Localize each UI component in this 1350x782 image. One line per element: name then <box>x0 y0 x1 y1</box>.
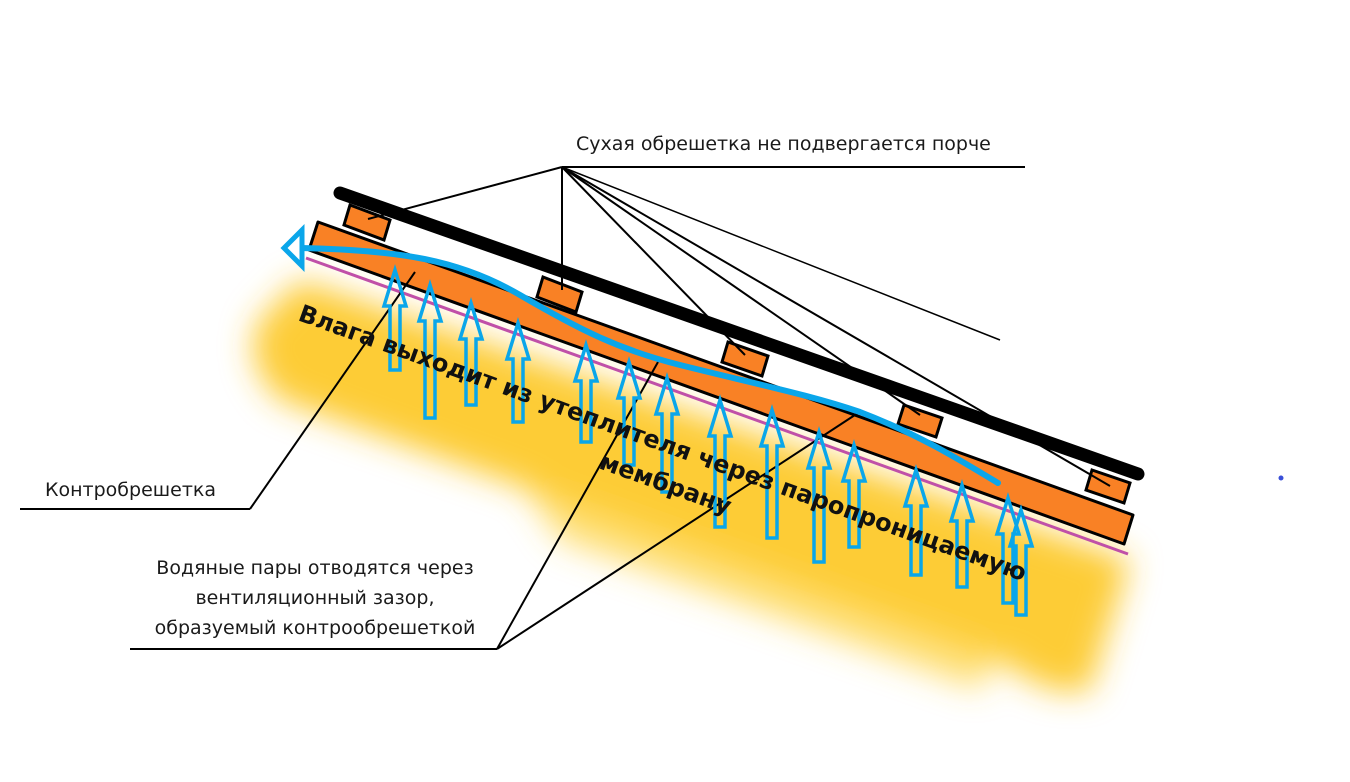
counter-batten-strip <box>307 220 1135 546</box>
vapor-label: Водяные пары отводятся через вентиляцион… <box>140 553 490 643</box>
arrow-up-icon <box>615 356 643 467</box>
dry-batten-label: Сухая обрешетка не подвергается порче <box>576 133 991 155</box>
arrow-up-icon <box>840 439 868 549</box>
leader-lines <box>20 166 1111 650</box>
arrow-up-icon <box>572 339 600 444</box>
stray-dot <box>1278 475 1284 481</box>
arrow-up-icon <box>805 426 833 564</box>
arrow-up-icon <box>653 372 681 494</box>
insulation-layer <box>253 280 1131 692</box>
counter-batten-label: Контробрешетка <box>45 479 217 501</box>
arrow-up-icon <box>416 279 444 420</box>
airflow-curve <box>297 245 1001 486</box>
arrow-up-icon <box>504 317 532 424</box>
arrow-up-icon <box>948 479 976 589</box>
arrow-up-icon <box>1007 504 1035 617</box>
batten <box>535 275 584 314</box>
vapor-label-line3: образуемый контрообрешеткой <box>154 617 476 639</box>
arrow-up-icon <box>706 394 734 529</box>
arrow-up-icon <box>457 297 485 407</box>
batten <box>342 203 392 242</box>
vapor-label-line2: вентиляционный зазор, <box>195 587 435 609</box>
arrow-up-icon <box>994 492 1022 605</box>
arrow-up-icon <box>758 404 786 540</box>
arrow-up-icon <box>902 464 930 577</box>
roof-covering <box>333 186 1145 481</box>
batten <box>896 403 944 439</box>
batten <box>720 340 770 378</box>
vapor-arrows <box>381 264 1035 617</box>
vapor-label-line1: Водяные пары отводятся через <box>156 557 474 579</box>
arrow-left-icon <box>280 223 305 273</box>
arrow-up-icon <box>381 264 409 372</box>
